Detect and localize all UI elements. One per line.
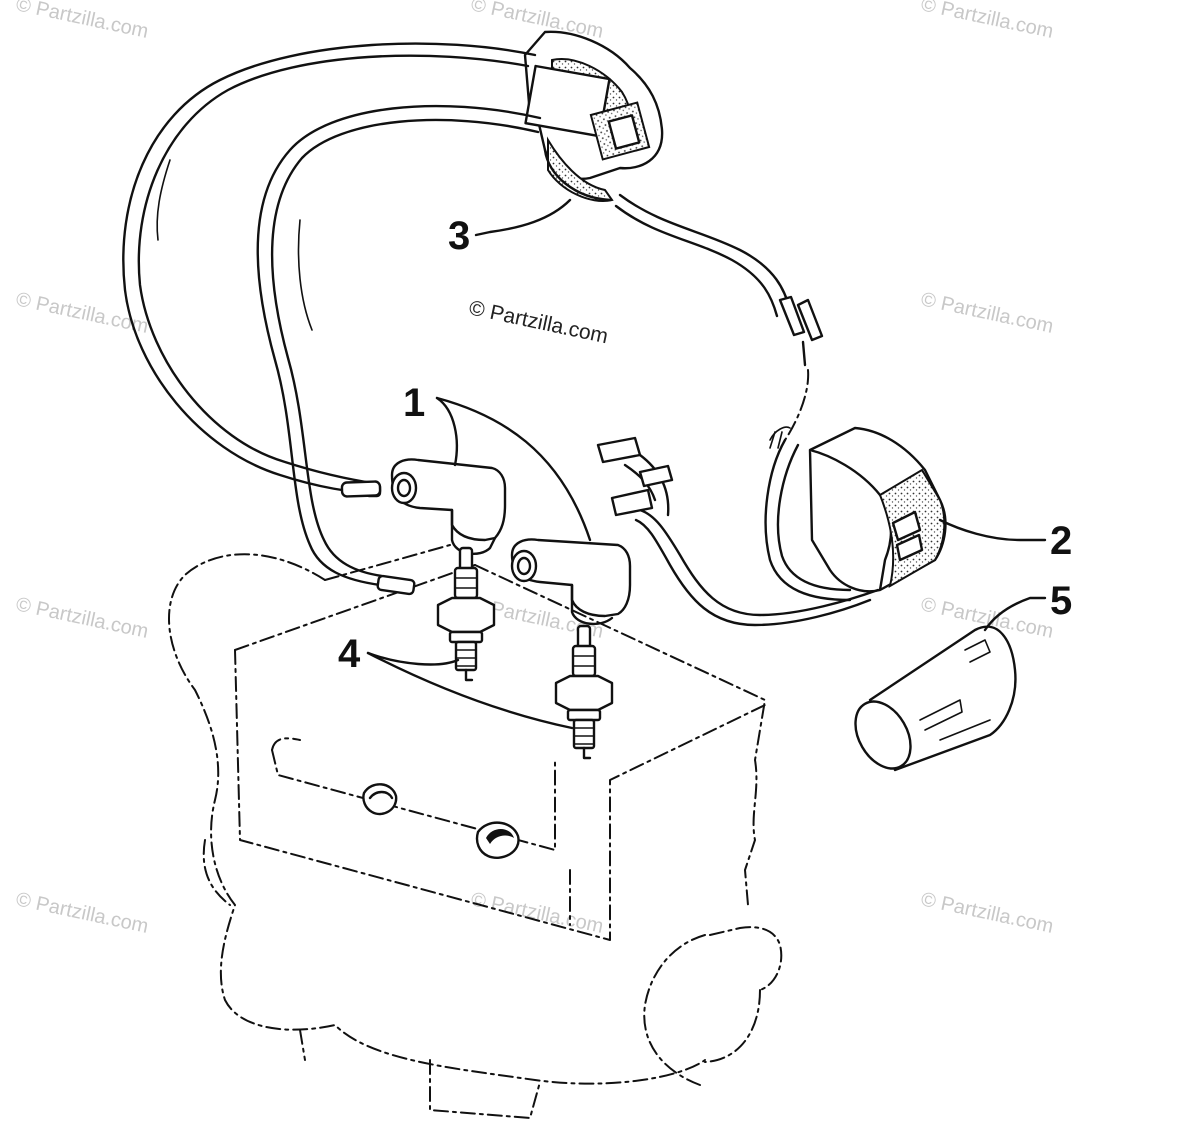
- spark-plug-caps: [390, 458, 632, 626]
- spark-plug: [436, 546, 496, 682]
- callout-labels: 1 2 3 4 5: [338, 214, 1072, 676]
- watermark: © Partzilla.com: [919, 888, 1055, 938]
- cdi-module: [596, 426, 947, 627]
- coil-primary-lead: [614, 193, 824, 441]
- callout-3: 3: [448, 214, 470, 258]
- sleeve-part: [854, 625, 1017, 772]
- callout-1: 1: [403, 381, 425, 425]
- callout-4: 4: [338, 632, 361, 676]
- watermark: © Partzilla.com: [469, 0, 605, 43]
- watermark: © Partzilla.com: [919, 288, 1055, 338]
- watermark: © Partzilla.com: [14, 888, 150, 938]
- copyright-notice: © Partzilla.com: [467, 296, 610, 348]
- watermark: © Partzilla.com: [14, 593, 150, 643]
- callout-5: 5: [1050, 579, 1072, 623]
- watermark: © Partzilla.com: [469, 888, 605, 938]
- ignition-coil: [523, 30, 664, 202]
- high-tension-leads: [122, 42, 542, 596]
- callout-2: 2: [1050, 519, 1072, 563]
- spark-plugs: [436, 546, 614, 760]
- leader-lines: [366, 198, 1047, 730]
- engine-outline: [168, 544, 783, 1119]
- watermark: © Partzilla.com: [14, 0, 150, 43]
- spark-plug: [554, 624, 614, 760]
- watermark: © Partzilla.com: [919, 0, 1055, 43]
